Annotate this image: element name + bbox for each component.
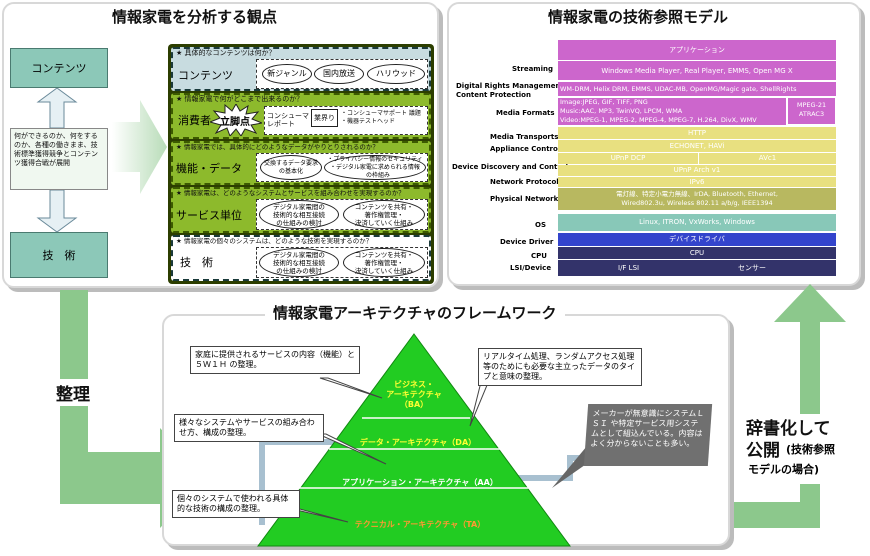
row-contents-item-2: 国内放送 (314, 64, 364, 84)
layer-technical: テクニカル・アーキテクチャ（TA） (354, 520, 486, 529)
tech-drm-block: WM-DRM, Helix DRM, EMMS, UDAC-MB, OpenMG… (558, 81, 836, 96)
up-down-arrow-bottom-icon (36, 190, 78, 232)
tech-box-label: 技 術 (42, 249, 76, 262)
tech-label-network-protocol: Network Protocol (490, 178, 559, 186)
note-pointer-icon (552, 440, 592, 488)
tech-upnp-arch-text: UPnP Arch v1 (673, 166, 721, 174)
tech-app-text: アプリケーション (669, 46, 725, 54)
tech-upnp-dcp-text: UPnP DCP (610, 154, 646, 162)
contents-box: コンテンツ (10, 48, 108, 88)
up-down-arrow-top-icon (36, 88, 78, 128)
center-description-text: 何ができるのか、何をするのか、各種の働きまま、技術標準獲得競争とコンテンツ獲得合… (14, 132, 98, 167)
callout-maker: メーカーが無意識にシステムＬＳＩ や特定サービス用システムとして組込んでいる。内… (583, 404, 713, 466)
tech-driver-block: デバイスドライバ (558, 233, 836, 246)
tech-os-block: Linux, ITRON, VxWorks, Windows (558, 214, 836, 231)
tech-media-formats-block: Image:JPEG, GIF, TIFF, PNG Music:AAC, MP… (558, 97, 786, 125)
callout-application: 様々なシステムやサービスの組み合わせ方、構成の整理。 (174, 414, 324, 442)
tech-driver-text: デバイスドライバ (669, 235, 725, 243)
center-description-box: 何ができるのか、何をするのか、各種の働きまま、技術標準獲得競争とコンテンツ獲得合… (10, 128, 108, 190)
row-contents-question: ★ 具体的なコンテンツは何か？ (176, 49, 276, 57)
callout-business: 家庭に提供されるサービスの内容（機能）と５Ｗ１Ｈ の整理。 (190, 346, 360, 374)
tech-mpeg21-block: MPEG-21 ATRAC3 (787, 97, 836, 125)
callout-pointers (287, 377, 491, 523)
row-tech-item-1: デジタル家電間の 技術的な相互接続 の仕組みの検討 (259, 248, 339, 277)
tech-box: 技 術 (10, 232, 108, 278)
row-tech-label: 技 術 (180, 256, 213, 269)
burst-label: 立脚点 (220, 117, 250, 128)
row-contents-label: コンテンツ (178, 69, 233, 82)
row-service-question: ★ 情報家電は、どのようなシステムとサービスを組み合わせを実現するのか？ (176, 189, 405, 197)
tech-avc-block: AVc1 (699, 153, 836, 164)
tech-http-block: HTTP (558, 127, 836, 139)
callout-technical: 個々のシステムで使われる具体的な技術の構成の整理。 (172, 490, 300, 518)
right-panel-title: 情報家電の技術参照モデル (540, 6, 737, 27)
tech-label-lsi-device: LSI/Device (510, 264, 552, 272)
tech-cpu-text: CPU (689, 249, 705, 257)
tech-http-text: HTTP (688, 129, 706, 137)
row-tech-question: ★ 情報家電の個々のシステムは、どのような技術を実現するのか？ (176, 237, 373, 245)
row-contents-item-3: ハリウッド (367, 64, 425, 84)
row-service-item-2: コンテンツを共有・ 著作権管理・ 決済していく仕組み (343, 200, 425, 229)
tech-lsi-text: I/F LSI (618, 264, 640, 272)
publish-label-1: 辞書化して (746, 419, 831, 439)
layer-data: データ・アーキテクチャ（DA） (359, 438, 477, 447)
tech-os-text: Linux, ITRON, VxWorks, Windows (639, 218, 755, 226)
tech-label-appliance-control: Appliance Control (490, 145, 561, 153)
row-contents-item-1: 新ジャンル (262, 64, 312, 84)
row-consumer-question: ★ 情報家電で何がどこまで出来るのか？ (176, 95, 304, 103)
callout-data: リアルタイム処理、ランダムアクセス処理等のためにも必要な主立ったデータのタイプと… (478, 348, 642, 386)
publish-label-4: モデルの場合) (748, 463, 820, 476)
tech-lsi-block: I/F LSI センサー (558, 260, 836, 276)
tech-ipv6-text: IPv6 (689, 178, 705, 186)
publish-label-box (744, 414, 862, 484)
tech-physical-text: 電灯線、特定小電力無線、IrDA, Bluetooth, Ethernet, W… (616, 190, 778, 207)
tech-label-physical-network: Physical Network (490, 195, 559, 203)
left-panel-title: 情報家電を分析する観点 (104, 6, 286, 27)
tech-label-device-discovery: Device Discovery and Control (452, 163, 569, 171)
tech-label-os: OS (535, 221, 546, 229)
tech-echonet-block: ECHONET, HAVi (558, 140, 836, 152)
tech-label-streaming: Streaming (512, 65, 553, 73)
tech-streaming-block: Windows Media Player, Real Player, EMMS,… (558, 60, 836, 80)
row-service-item-1: デジタル家電間の 技術的な相互接続 の仕組みの検討 (259, 200, 339, 229)
row-function-question: ★ 情報家電では、具体的にどのようなデータがやりとりされるのか？ (176, 143, 379, 151)
row-consumer-options (264, 106, 428, 135)
tech-sensor-text: センサー (738, 264, 766, 272)
row-consumer-label: 消費者 (178, 114, 211, 127)
tech-physical-block: 電灯線、特定小電力無線、IrDA, Bluetooth, Ethernet, W… (558, 188, 836, 210)
contents-box-label: コンテンツ (31, 62, 87, 75)
tech-upnp-arch-block: UPnP Arch v1 (558, 165, 836, 176)
burst-shape-icon (210, 104, 262, 136)
tech-label-drm: Digital Rights Management Content Protec… (456, 82, 564, 99)
tech-mpeg21-text: MPEG-21 ATRAC3 (796, 101, 827, 118)
organize-label: 整理 (54, 379, 92, 406)
tech-ipv6-block: IPv6 (558, 177, 836, 187)
row-function-label: 機能・データ (176, 162, 242, 175)
tech-cpu-block: CPU (558, 247, 836, 259)
tech-streaming-text: Windows Media Player, Real Player, EMMS,… (601, 67, 793, 75)
right-arrow-icon (112, 100, 167, 194)
tech-drm-text: WM-DRM, Helix DRM, EMMS, UDAC-MB, OpenMG… (560, 85, 797, 93)
row-tech-item-2: コンテンツを共有・ 著作権管理・ 決済していく仕組み (343, 248, 425, 277)
bottom-panel-title: 情報家電アーキテクチャのフレームワーク (265, 302, 565, 323)
layer-business: ビジネス・ アーキテクチャ （BA） (386, 380, 442, 409)
publish-label-3: (技術参照 (786, 443, 836, 456)
tech-label-device-driver: Device Driver (500, 238, 554, 246)
row-function-item-2: ・プライバシー情報のセキュリティ ・デジタル家電に求められる情報 の枠組み (324, 155, 426, 180)
tech-avc-text: AVc1 (758, 154, 777, 162)
tech-label-media-formats: Media Formats (496, 109, 555, 117)
tech-label-cpu: CPU (531, 252, 547, 260)
layer-application: アプリケーション・アーキテクチャ（AA） (342, 478, 498, 487)
tech-upnp-dcp-block: UPnP DCP (558, 153, 698, 164)
tech-media-formats-text: Image:JPEG, GIF, TIFF, PNG Music:AAC, MP… (560, 98, 757, 124)
tech-app-block: アプリケーション (558, 40, 836, 60)
row-consumer-item-2: 業界り (311, 109, 338, 127)
tech-label-media-transports: Media Transports (490, 133, 559, 141)
row-function-item-1: 交換するデータ要求 の基本化 (260, 155, 322, 180)
row-consumer-item-3: ・コンシューマサポート 議題 ・機器テストヘッド (341, 110, 421, 125)
row-consumer-item-1: コンシューマ レポート (267, 112, 309, 128)
publish-label-2: 公開 (746, 441, 780, 461)
row-service-label: サービス単位 (176, 209, 242, 222)
tech-echonet-text: ECHONET, HAVi (669, 142, 725, 150)
